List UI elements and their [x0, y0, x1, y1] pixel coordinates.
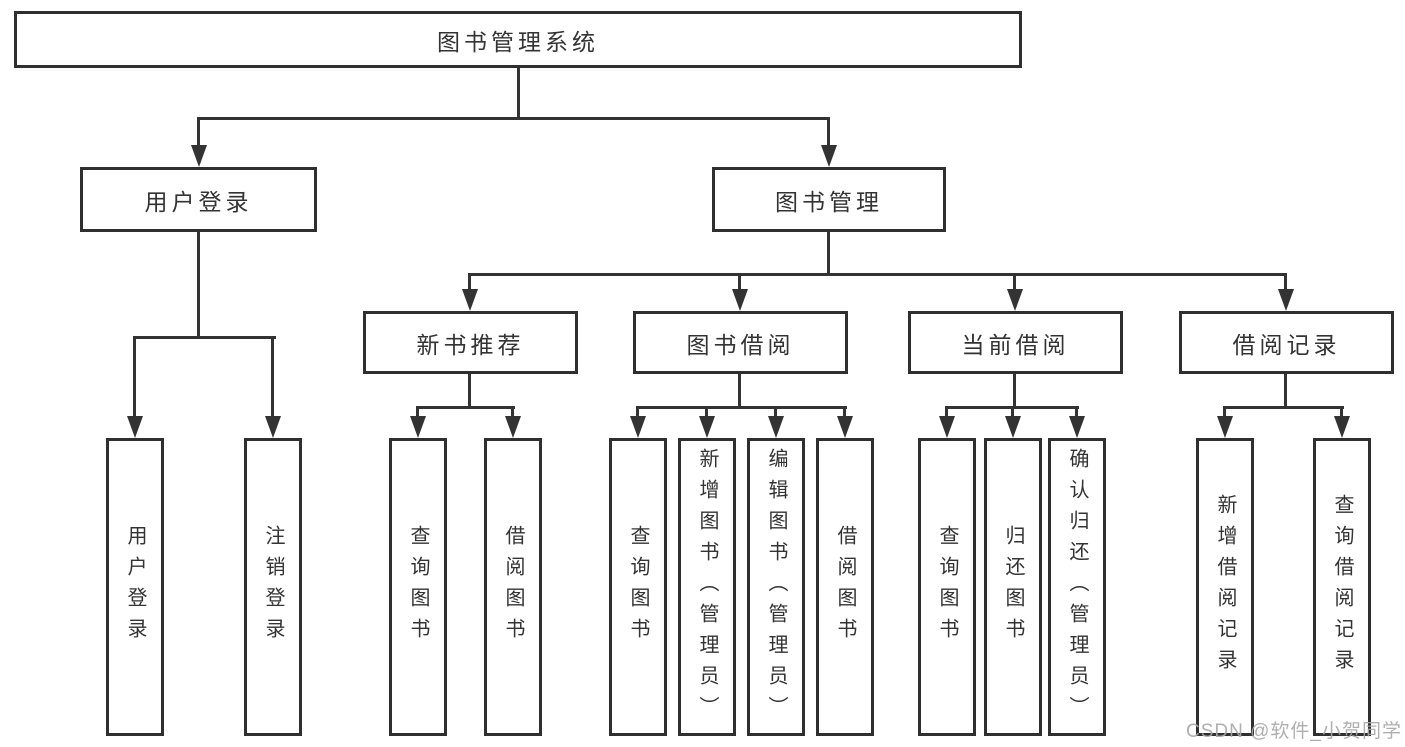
arrow-down-icon	[191, 145, 207, 167]
connector-userlogin-bar	[133, 336, 276, 339]
leaf-add-borrow-record-label: 新增借阅记录	[1214, 494, 1236, 680]
connector-drop	[705, 406, 708, 416]
leaf-borrow-books: 借阅图书	[816, 438, 874, 736]
connector-root-stem	[517, 68, 520, 117]
node-new-book-recommend-label: 新书推荐	[416, 331, 525, 358]
connector-currentborrow-stem	[1013, 374, 1016, 406]
node-borrow-records: 借阅记录	[1179, 311, 1394, 374]
leaf-query-borrow-record: 查询借阅记录	[1313, 438, 1371, 736]
connector-drop	[1284, 273, 1287, 289]
node-user-login: 用户登录	[80, 167, 317, 232]
connector-drop	[945, 406, 948, 416]
leaf-query-books-current: 查询图书	[918, 438, 976, 736]
arrow-down-icon	[630, 416, 646, 438]
arrow-down-icon	[410, 416, 426, 438]
leaf-query-books-recommend-label: 查询图书	[407, 525, 429, 649]
connector-drop	[636, 406, 639, 416]
node-root: 图书管理系统	[14, 11, 1022, 68]
leaf-user-login-label: 用户登录	[124, 525, 146, 649]
leaf-add-books-admin: 新增图书（管理员）	[678, 438, 736, 736]
leaf-query-books-borrow-label: 查询图书	[627, 525, 649, 649]
connector-drop	[197, 117, 200, 145]
connector-bookmgmt-stem	[827, 232, 830, 273]
connector-bookborrow-bar	[636, 406, 847, 409]
connector-drop	[738, 273, 741, 289]
connector-borrowrecords-stem	[1284, 374, 1287, 406]
node-book-management: 图书管理	[712, 167, 946, 232]
node-book-borrow-label: 图书借阅	[686, 331, 795, 358]
leaf-return-books: 归还图书	[984, 438, 1042, 736]
connector-drop	[774, 406, 777, 416]
leaf-logout-login: 注销登录	[244, 438, 302, 736]
leaf-confirm-return-admin-label: 确认归还（管理员）	[1066, 447, 1088, 727]
connector-drop	[1340, 406, 1343, 416]
connector-drop	[1013, 273, 1016, 289]
leaf-query-books-current-label: 查询图书	[936, 525, 958, 649]
leaf-user-login: 用户登录	[106, 438, 164, 736]
node-borrow-records-label: 借阅记录	[1232, 331, 1341, 358]
connector-borrowrecords-bar	[1223, 406, 1344, 409]
arrow-down-icon	[1278, 289, 1294, 311]
leaf-query-books-borrow: 查询图书	[609, 438, 667, 736]
connector-drop	[1223, 406, 1226, 416]
arrow-down-icon	[1217, 416, 1233, 438]
leaf-confirm-return-admin: 确认归还（管理员）	[1048, 438, 1106, 736]
connector-bookmgmt-bar	[468, 273, 1287, 276]
node-book-management-label: 图书管理	[775, 188, 883, 215]
connector-userlogin-stem	[197, 232, 200, 336]
arrow-down-icon	[1069, 416, 1085, 438]
connector-drop	[416, 406, 419, 416]
connector-newbook-stem	[468, 374, 471, 406]
arrow-down-icon	[1007, 289, 1023, 311]
leaf-edit-books-admin-label: 编辑图书（管理员）	[765, 447, 787, 727]
leaf-borrow-books-recommend-label: 借阅图书	[502, 525, 524, 649]
arrow-down-icon	[768, 416, 784, 438]
leaf-query-books-recommend: 查询图书	[389, 438, 447, 736]
arrow-down-icon	[939, 416, 955, 438]
node-current-borrow: 当前借阅	[908, 311, 1123, 374]
arrow-down-icon	[732, 289, 748, 311]
arrow-down-icon	[127, 416, 143, 438]
connector-root-bar	[197, 117, 830, 120]
leaf-borrow-books-label: 借阅图书	[834, 525, 856, 649]
leaf-query-borrow-record-label: 查询借阅记录	[1331, 494, 1353, 680]
arrow-down-icon	[821, 145, 837, 167]
leaf-logout-login-label: 注销登录	[262, 525, 284, 649]
leaf-edit-books-admin: 编辑图书（管理员）	[747, 438, 805, 736]
connector-bookborrow-stem	[738, 374, 741, 406]
arrow-down-icon	[1005, 416, 1021, 438]
connector-drop	[843, 406, 846, 416]
arrow-down-icon	[1334, 416, 1350, 438]
arrow-down-icon	[699, 416, 715, 438]
connector-drop	[1011, 406, 1014, 416]
connector-drop	[1075, 406, 1078, 416]
arrow-down-icon	[505, 416, 521, 438]
connector-drop	[468, 273, 471, 289]
connector-drop	[827, 117, 830, 145]
arrow-down-icon	[837, 416, 853, 438]
node-current-borrow-label: 当前借阅	[961, 331, 1070, 358]
watermark: CSDN @软件_小贺同学	[1186, 721, 1402, 742]
connector-drop	[133, 336, 136, 416]
connector-newbook-bar	[416, 406, 515, 409]
node-user-login-label: 用户登录	[144, 188, 253, 215]
connector-drop	[271, 336, 274, 416]
node-root-label: 图书管理系统	[437, 28, 599, 55]
arrow-down-icon	[462, 289, 478, 311]
node-book-borrow: 图书借阅	[633, 311, 848, 374]
arrow-down-icon	[265, 416, 281, 438]
node-new-book-recommend: 新书推荐	[363, 311, 578, 374]
leaf-add-borrow-record: 新增借阅记录	[1196, 438, 1254, 736]
leaf-add-books-admin-label: 新增图书（管理员）	[696, 447, 718, 727]
leaf-return-books-label: 归还图书	[1002, 525, 1024, 649]
leaf-borrow-books-recommend: 借阅图书	[484, 438, 542, 736]
connector-drop	[511, 406, 514, 416]
